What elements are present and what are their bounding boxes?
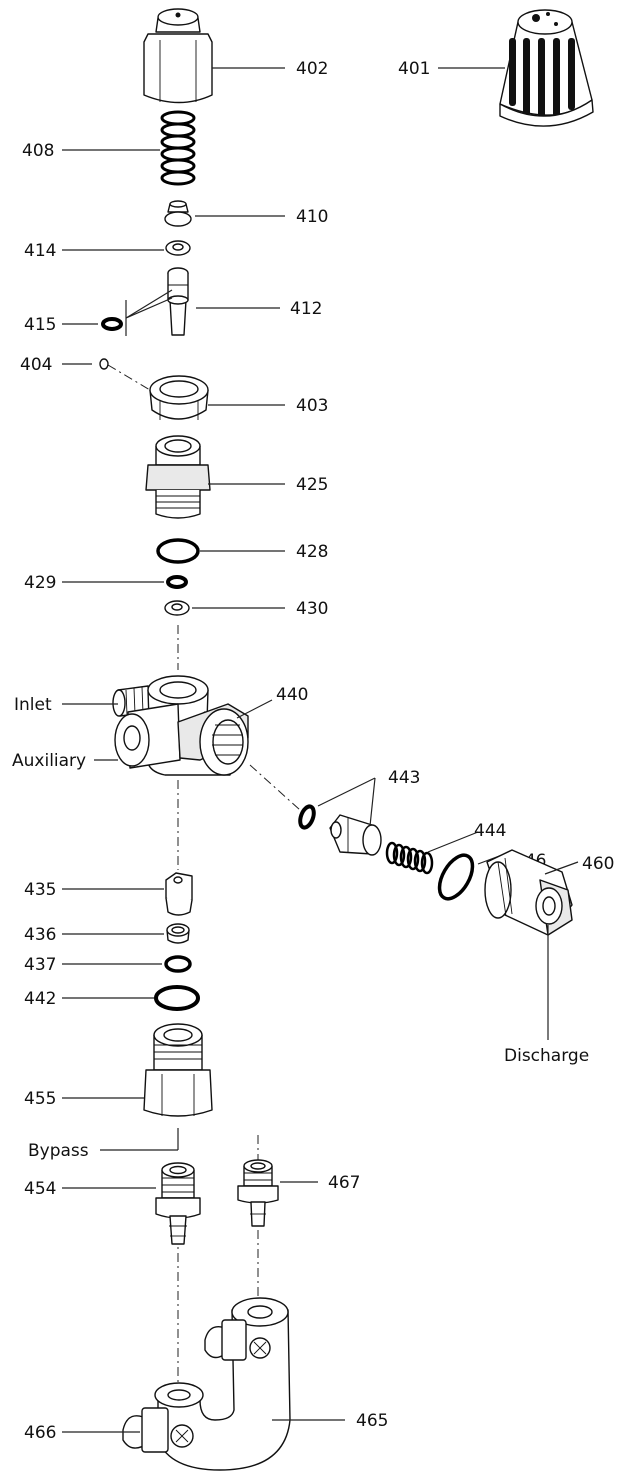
label-401: 401	[398, 59, 430, 79]
washer-430	[164, 600, 190, 616]
oring-429	[166, 575, 188, 589]
label-436: 436	[24, 925, 56, 945]
oring-446	[437, 853, 475, 901]
label-403: 403	[296, 396, 328, 416]
label-443: 443	[388, 768, 420, 788]
label-465: 465	[356, 1411, 388, 1431]
label-415: 415	[24, 315, 56, 335]
label-430: 430	[296, 599, 328, 619]
seat-410	[164, 200, 192, 227]
label-402: 402	[296, 59, 328, 79]
label-442: 442	[24, 989, 56, 1009]
label-467: 467	[328, 1173, 360, 1193]
oring-443	[298, 804, 316, 830]
label-discharge: Discharge	[504, 1046, 589, 1066]
oring-428	[156, 538, 200, 564]
label-460: 460	[582, 854, 614, 874]
clamp-466-upper	[204, 1319, 271, 1361]
label-435: 435	[24, 880, 56, 900]
spring-408	[160, 110, 196, 186]
label-408: 408	[22, 141, 54, 161]
label-404: 404	[20, 355, 52, 375]
ball-404	[99, 358, 109, 370]
label-428: 428	[296, 542, 328, 562]
plug-435	[165, 872, 193, 916]
seat-436	[166, 923, 190, 944]
label-429: 429	[24, 573, 56, 593]
spring-444	[385, 841, 434, 875]
adapter-425	[145, 435, 211, 519]
washer-414	[165, 240, 191, 256]
label-444: 444	[474, 821, 506, 841]
label-412: 412	[290, 299, 322, 319]
poppet-443	[329, 814, 382, 856]
oring-437	[164, 955, 192, 973]
stem-412	[167, 267, 189, 336]
label-425: 425	[296, 475, 328, 495]
label-455: 455	[24, 1089, 56, 1109]
oring-415	[101, 317, 123, 331]
label-bypass: Bypass	[28, 1141, 89, 1161]
cap-402	[143, 8, 213, 104]
fitting-455	[143, 1023, 213, 1117]
label-437: 437	[24, 955, 56, 975]
nut-403	[149, 375, 209, 420]
label-410: 410	[296, 207, 328, 227]
oring-442	[154, 985, 200, 1011]
fitting-460	[484, 849, 573, 936]
barb-454	[155, 1162, 201, 1245]
label-454: 454	[24, 1179, 56, 1199]
manifold-440	[112, 675, 249, 776]
label-466: 466	[24, 1423, 56, 1443]
clamp-466-lower	[122, 1407, 194, 1453]
assembly-axes	[107, 364, 301, 1390]
label-inlet: Inlet	[14, 695, 52, 715]
label-auxiliary: Auxiliary	[12, 751, 86, 771]
label-414: 414	[24, 241, 56, 261]
barb-467	[237, 1159, 279, 1227]
label-440: 440	[276, 685, 308, 705]
knob-401	[499, 9, 594, 127]
